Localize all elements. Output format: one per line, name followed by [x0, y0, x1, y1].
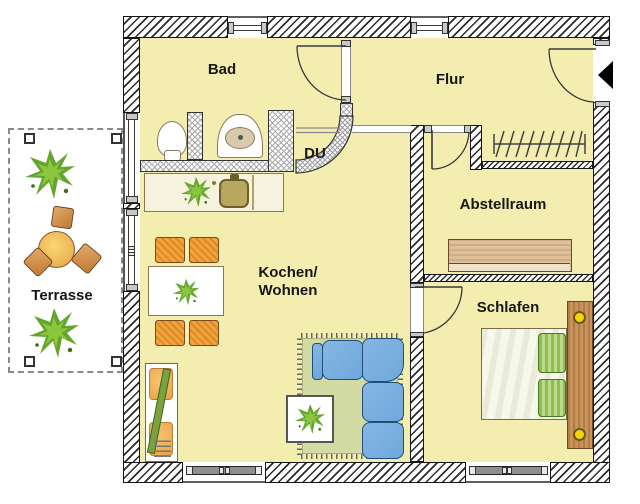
- dining-chair: [189, 237, 219, 263]
- wall: [267, 16, 411, 38]
- room-label-wohnen: Wohnen: [258, 282, 318, 299]
- terrace-post: [24, 133, 35, 144]
- sofa-cushion: [322, 340, 364, 380]
- rug-fringe: [301, 333, 399, 338]
- wardrobe-front: [449, 263, 570, 271]
- partition-wall: [268, 110, 294, 172]
- dining-chair: [155, 320, 185, 346]
- wall: [410, 337, 424, 462]
- sofa-corner-cushion: [362, 338, 404, 382]
- wall: [123, 291, 140, 483]
- terrace-post: [111, 356, 122, 367]
- plant-icon: [172, 278, 200, 306]
- wall: [550, 462, 610, 483]
- rug-fringe: [301, 454, 399, 459]
- sideboard: [145, 363, 178, 462]
- wall: [123, 203, 140, 209]
- door-frame: [595, 40, 610, 46]
- faucet-icon: [230, 174, 239, 180]
- room-label-abstellraum: Abstellraum: [459, 196, 547, 213]
- window: [186, 466, 262, 475]
- door-opening-schlafen: [410, 283, 424, 337]
- terrace-door: [128, 215, 135, 285]
- wardrobe: [448, 239, 572, 272]
- wall: [424, 274, 593, 282]
- wall: [448, 16, 610, 38]
- plant-icon: [180, 176, 212, 208]
- bed-pillow: [538, 333, 566, 373]
- plant-icon: [25, 149, 75, 199]
- window-mullion: [225, 467, 230, 474]
- wall: [593, 102, 610, 483]
- wall: [410, 125, 424, 283]
- wall: [265, 462, 466, 483]
- kitchen-sink: [219, 179, 249, 208]
- wall: [123, 462, 183, 483]
- window-post: [126, 284, 138, 291]
- entrance-opening: [593, 45, 610, 102]
- bed-pillow: [538, 379, 566, 417]
- toilet: [157, 121, 187, 157]
- counter-dot: [212, 181, 216, 185]
- kitchen-counter: [144, 173, 284, 212]
- sofa-cushion: [362, 382, 404, 422]
- wall: [123, 16, 228, 38]
- door-frame: [410, 332, 424, 337]
- door-frame: [341, 40, 351, 47]
- window: [416, 25, 443, 31]
- room-label-kochen: Kochen/: [258, 264, 318, 281]
- headboard: [567, 301, 593, 449]
- terrace-post: [111, 133, 122, 144]
- window-post: [469, 466, 476, 475]
- window-mullion: [502, 467, 507, 474]
- bedside-lamp: [573, 428, 586, 441]
- dining-chair: [155, 237, 185, 263]
- wall: [123, 38, 140, 113]
- washbasin-drain: [238, 135, 243, 140]
- terrace-post: [24, 356, 35, 367]
- room-label-du: DU: [304, 145, 326, 162]
- plant-icon: [29, 308, 79, 358]
- door-frame: [464, 125, 471, 133]
- room-label-terrasse: Terrasse: [31, 287, 93, 304]
- partition-wall: [187, 112, 203, 160]
- window-post: [255, 466, 262, 475]
- door-frame: [341, 96, 351, 103]
- sofa-cushion: [362, 422, 404, 459]
- window: [233, 25, 262, 31]
- door-frame: [424, 125, 432, 133]
- door-frame: [595, 101, 610, 107]
- room-label-flur: Flur: [435, 71, 465, 88]
- window-mullion: [219, 467, 224, 474]
- terrace-stool: [50, 205, 75, 230]
- door-opening-bad: [341, 40, 351, 103]
- room-label-schlafen: Schlafen: [476, 299, 540, 316]
- counter-divider: [252, 175, 254, 210]
- room-label-bad: Bad: [207, 61, 237, 78]
- window-mullion: [507, 467, 512, 474]
- window: [128, 119, 135, 197]
- sideboard-steps: [154, 440, 171, 457]
- window-post: [186, 466, 193, 475]
- dining-chair: [189, 320, 219, 346]
- counter-dot: [219, 186, 222, 189]
- plant-icon: [294, 403, 326, 435]
- terrace-door-latch: [128, 252, 135, 256]
- window-post: [541, 466, 548, 475]
- passage-opening: [352, 125, 411, 133]
- wall: [482, 161, 593, 169]
- door-frame: [410, 283, 424, 288]
- window-post: [126, 196, 138, 203]
- wall: [470, 125, 482, 170]
- bedside-lamp: [573, 311, 586, 324]
- terrace-door-latch: [128, 246, 135, 250]
